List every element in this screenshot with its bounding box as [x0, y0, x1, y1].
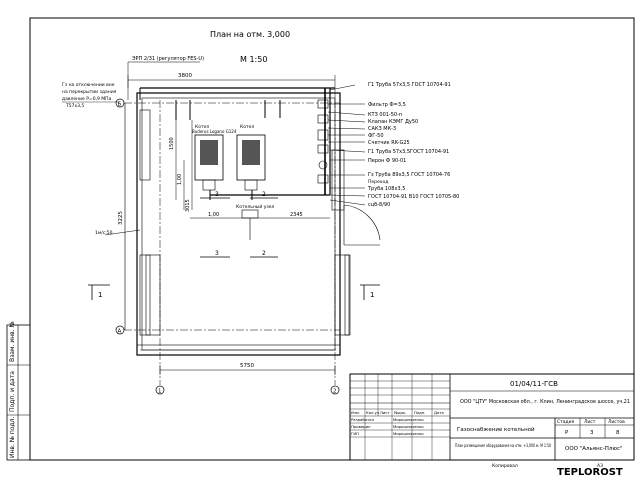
- role-dev: Разработал: [351, 417, 375, 422]
- leader-label: Труба 108х3,5: [367, 186, 405, 192]
- axis-a-label: А: [118, 329, 122, 335]
- gas-pipes: [139, 87, 335, 200]
- ladder-note: 1м/с:50: [95, 230, 113, 236]
- role-check: Проверил: [351, 424, 371, 429]
- leader-label: Гз Труба 89х3,5 ГОСТ 10704-76: [368, 172, 450, 178]
- col-izm: Изм.: [351, 410, 360, 415]
- sheet-value: 3: [590, 430, 594, 436]
- dim-inner-1: 1,00: [208, 212, 219, 218]
- bottom-wall-hatch: [136, 344, 341, 356]
- watermark: TEPLOROST: [557, 467, 623, 478]
- leader-label: Перон Ф 90-01: [368, 158, 406, 164]
- dimension-top: 3800: [127, 73, 336, 100]
- drawing-scale: М 1:50: [240, 55, 267, 64]
- note-gas-2: на перекрытии здания: [62, 90, 117, 95]
- stage-header: Стадия: [557, 419, 575, 425]
- name-check: Мирошниченко: [393, 424, 424, 429]
- title-block: [349, 373, 635, 461]
- sheet-frame: [29, 17, 635, 461]
- leader-label: ГОСТ 10704-91 В10 ГОСТ 10705-80: [368, 194, 459, 200]
- sheets-value: 8: [616, 430, 620, 436]
- stage-value: Р: [565, 430, 569, 436]
- doc-code: 01/04/11-ГСВ: [510, 380, 558, 388]
- side-stamp: Инв. № подл. Подп. и дата Взам. инв. №: [6, 321, 31, 461]
- axis-bubble-1: [155, 385, 165, 395]
- col-list: Лист: [380, 410, 390, 415]
- leader-label: ФГ-50: [368, 133, 384, 139]
- cut-marks: [88, 284, 380, 300]
- dim-bottom-label: 5750: [240, 363, 254, 369]
- note-gas-1: Гз на отключении вне: [62, 82, 115, 88]
- section-label-2: 2: [262, 191, 266, 198]
- dim-vert-2: 1,00: [177, 174, 183, 185]
- boiler-2: Котел: [236, 124, 266, 191]
- sheet-header: Лист: [584, 419, 596, 425]
- leader-labels: Г1 Труба 57х3,5 ГОСТ 10704-91 Фильтр Ф=3…: [367, 82, 459, 208]
- side-stamp-replace: Взам. инв. №: [9, 321, 16, 362]
- note-gas-4: Т57х3,5: [65, 103, 84, 109]
- axis-2-label: 2: [333, 389, 337, 395]
- org-line: ООО "ЦТУ" Московская обл., г. Клин, Лени…: [460, 399, 630, 405]
- name-gip: Мирошниченко: [393, 431, 424, 436]
- leader-label: Переход: [368, 179, 388, 185]
- side-stamp-sign: Подп. и дата: [9, 371, 16, 412]
- sheets-header: Листов: [608, 419, 625, 425]
- leader-label: Г1 Труба 57х3,5 ГОСТ 10704-91: [368, 82, 451, 88]
- axis-bubble-2: [330, 385, 340, 395]
- section-name: Газоснабжение котельной: [457, 426, 535, 433]
- interior-dimensions: 1500 1,00 3015 1,00 2345: [169, 105, 330, 219]
- cut-mark-right: 1: [370, 291, 374, 299]
- leader-label: Фильтр Ф=3,5: [368, 102, 406, 108]
- name-dev: Мирошниченко: [393, 417, 424, 422]
- ladder-leader: [104, 229, 141, 236]
- col-kol: Кол.уч: [366, 410, 379, 415]
- copied-label: Копировал: [492, 463, 518, 469]
- sheet-name: План размещения оборудования на отм. +3,…: [455, 443, 551, 449]
- boiler-1-label: Котел: [195, 124, 209, 130]
- dim-inner-2: 2345: [290, 212, 303, 218]
- leader-label: Клапан КЭМГ Ду50: [368, 119, 418, 125]
- side-stamp-inv: Инв. № подл.: [9, 417, 16, 458]
- company: ООО "Альянс-Плюс": [565, 446, 623, 452]
- role-gip: ГИП: [351, 431, 359, 436]
- cut-mark-left: 1: [98, 291, 102, 299]
- dim-top-label: 3800: [178, 73, 192, 79]
- axis-bubble-a: [115, 325, 125, 335]
- building-walls: [136, 92, 381, 356]
- leader-lines: [327, 84, 366, 206]
- dimension-left: 3225: [118, 103, 126, 330]
- leader-label: сцб-8/90: [368, 202, 390, 208]
- unit-label: Котельный узел: [236, 203, 275, 210]
- leader-label: КТЗ 001-50-п: [368, 112, 402, 118]
- note-gas-3: давление Р=0,9 МПа: [62, 96, 112, 102]
- leader-label: Счетчик RK-G25: [368, 140, 410, 146]
- section-label-2b: 2: [262, 250, 266, 257]
- dimension-bottom: 5750: [159, 363, 336, 375]
- boiler-1: Котел Buderus Logano G124: [192, 124, 237, 191]
- axis-1-label: 1: [158, 389, 162, 395]
- leader-label: САКЗ МК-3: [368, 126, 396, 132]
- riser-fittings: [317, 99, 329, 184]
- section-label-3b: 3: [215, 250, 219, 257]
- note-regulator: ЭРП 2/31 (регулятор FES-U): [132, 56, 204, 62]
- boiler-1-sub: Buderus Logano G124: [192, 129, 237, 134]
- boiler-2-label: Котел: [240, 124, 254, 130]
- axis-bubble-b: [115, 98, 125, 108]
- section-marks: [200, 197, 278, 258]
- drawing-title: План на отм. 3,000: [210, 30, 290, 39]
- leader-label: Г1 Труба 57х3,5ГОСТ 10704-91: [368, 149, 449, 155]
- boiler-unit: Котельный узел: [236, 203, 275, 240]
- col-doc: №док.: [394, 410, 406, 415]
- col-sign: Подп.: [414, 410, 426, 415]
- axis-b-label: Б: [118, 102, 122, 108]
- section-label-3: 3: [215, 191, 219, 198]
- dim-vert-1: 1500: [169, 137, 175, 150]
- dim-vert-3: 3015: [185, 199, 191, 212]
- format-label: A3: [597, 463, 603, 469]
- left-notes: ЭРП 2/31 (регулятор FES-U) Гз на отключе…: [62, 56, 204, 109]
- dim-left-label: 3225: [118, 211, 124, 225]
- col-date: Дата: [434, 410, 444, 415]
